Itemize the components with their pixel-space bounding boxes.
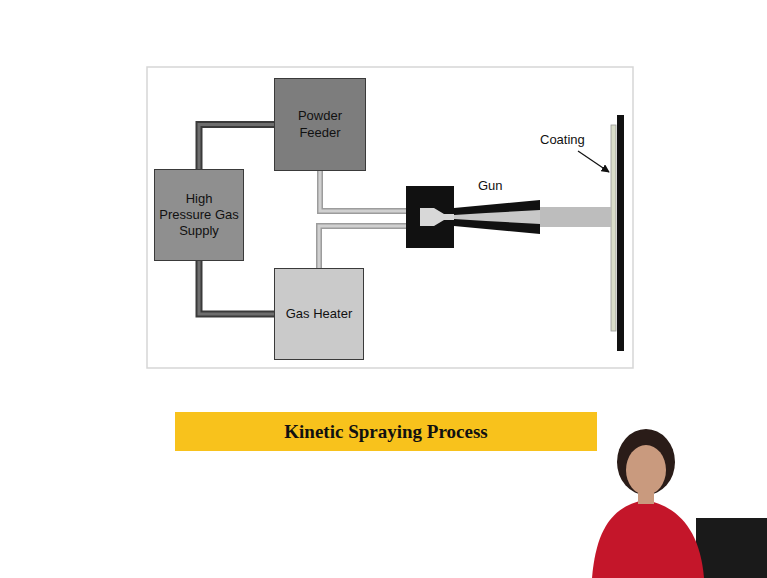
chair [696,518,767,578]
gun-chamber [420,208,454,226]
substrate-plate [617,115,624,351]
caption-text: Kinetic Spraying Process [284,421,487,443]
nozzle-channel [454,210,540,224]
coating-layer [611,125,616,331]
pipe-connector [199,261,274,314]
gun-shape [406,186,611,248]
gun-label: Gun [478,178,503,194]
process-box: Powder Feeder [274,78,366,171]
gun-nozzle [454,200,540,234]
pipe-connector [319,226,406,268]
leader-line [578,151,609,172]
presenter-neck [638,492,654,504]
pipe-core [319,226,406,268]
pipe-outline [319,226,406,268]
box-label: High Pressure Gas Supply [159,191,239,240]
pipe-connector [199,125,274,170]
pipe-core [199,261,274,314]
diagram-frame [147,67,633,368]
box-label: Gas Heater [286,306,352,322]
spray-gun: Gun [406,186,611,248]
pipe-core [199,125,274,170]
box-label: Powder Feeder [279,108,361,141]
caption-banner [175,412,597,451]
presenter-body [592,500,704,578]
pipe-connector [320,171,406,211]
gun-body [406,186,454,248]
pipe-outline [199,125,274,170]
process-box: Gas Heater [274,268,364,360]
presenter-face [626,445,666,495]
pipe-outline [320,171,406,211]
presenter-hair [617,429,675,495]
pipe-core [320,171,406,211]
pipe-outline [199,261,274,314]
process-box: High Pressure Gas Supply [154,169,244,261]
part-label: Coating [540,132,585,147]
spray-stream [540,207,611,227]
